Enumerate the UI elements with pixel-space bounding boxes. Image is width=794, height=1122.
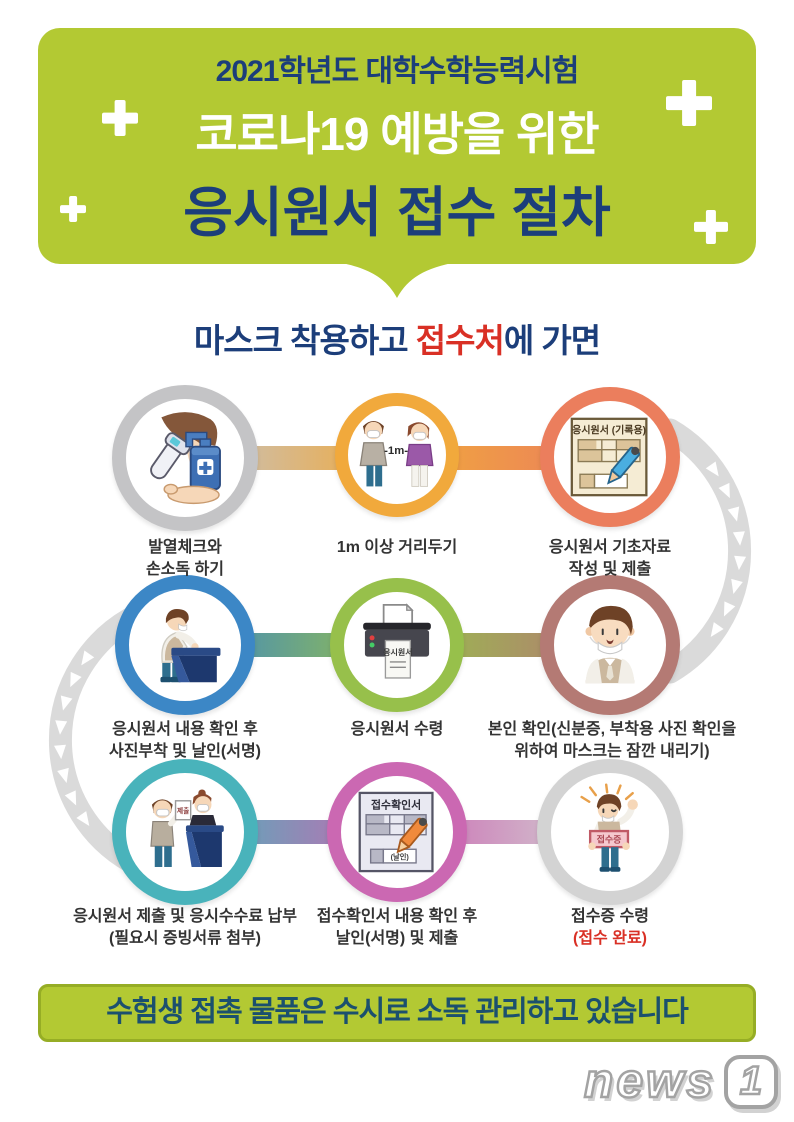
header-title-line3: 응시원서 접수 절차 [183, 183, 611, 243]
receipt-sign-text: 접수증 [597, 833, 622, 844]
counter-submit-icon: 제출 [150, 789, 224, 867]
footer-text: 수험생 접촉 물품은 수시로 소독 관리하고 있습니다 [106, 996, 689, 1028]
seal-box-text: (날인) [391, 852, 410, 861]
step-circle-4 [540, 575, 680, 715]
step-circle-1 [112, 385, 258, 531]
flow-curve-right [658, 418, 752, 684]
receipt-form-icon: 접수확인서 (날인) [358, 791, 434, 873]
header-title-line1: 2021학년도 대학수학능력시험 [215, 55, 580, 88]
step-circle-5: 응시원서 [330, 578, 464, 712]
news1-logo: news 1 [583, 1054, 779, 1110]
subtitle-post: 에 가면 [503, 322, 601, 359]
subtitle-highlight: 접수처 [415, 322, 505, 359]
step-label-9: 접수증 수령(접수 완료) [571, 906, 649, 950]
step-label-7: 응시원서 제출 및 응시수수료 납부(필요시 증빙서류 첨부) [73, 908, 297, 948]
step-circle-6 [115, 575, 255, 715]
step-circle-8: 접수확인서 (날인) [327, 762, 467, 902]
completion-note: (접수 완료) [573, 930, 647, 948]
footer-banner: 수험생 접촉 물품은 수시로 소독 관리하고 있습니다 [38, 984, 756, 1042]
printer-icon: 응시원서 [363, 603, 431, 679]
subtitle: 마스크 착용하고 접수처에 가면 [0, 314, 794, 362]
news1-logo-word: news [583, 1054, 717, 1110]
flow-curve-left [48, 607, 142, 873]
subtitle-pre: 마스크 착용하고 [193, 322, 416, 359]
social-distancing-icon: -1m- [359, 420, 434, 487]
distance-1m-text: -1m- [384, 445, 408, 457]
submit-card-text: 제출 [177, 806, 189, 815]
step-circle-7: 제출 [112, 759, 258, 905]
mask-down-face-icon [585, 605, 635, 684]
receipt-celebrate-icon: 접수증 [580, 783, 638, 872]
desk-writing-icon [160, 609, 221, 683]
header-banner: 2021학년도 대학수학능력시험 코로나19 예방을 위한 응시원서 접수 절차 [38, 28, 756, 264]
thermometer-sanitizer-icon [150, 412, 221, 505]
application-form-icon: 응시원서 (기록용) [570, 417, 648, 497]
header-pointer-tail [337, 262, 457, 298]
header-title-line2: 코로나19 예방을 위한 [195, 108, 599, 160]
printer-paper-text: 응시원서 [383, 647, 412, 657]
step-label-2: 1m 이상 거리두기 [336, 539, 458, 556]
news1-logo-one: 1 [724, 1054, 779, 1109]
step-circle-3: 응시원서 (기록용) [540, 387, 680, 527]
step-circle-2: -1m- [335, 393, 459, 517]
step-label-5: 응시원서 수령 [350, 721, 444, 738]
step-circle-9: 접수증 [537, 759, 683, 905]
receipt-form-title: 접수확인서 [371, 797, 421, 811]
form-title-text: 응시원서 (기록용) [572, 423, 646, 436]
